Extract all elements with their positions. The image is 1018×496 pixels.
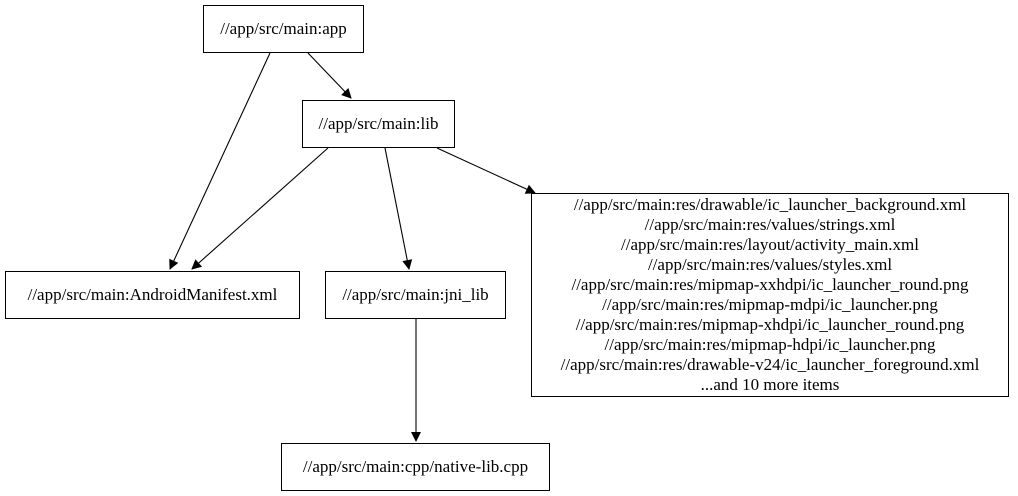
node-app-label: //app/src/main:app	[220, 19, 347, 38]
node-android-manifest: //app/src/main:AndroidManifest.xml	[5, 271, 300, 319]
node-android-manifest-label: //app/src/main:AndroidManifest.xml	[27, 285, 278, 304]
node-lib-label: //app/src/main:lib	[318, 114, 439, 133]
edge-app-to-manifest	[169, 52, 271, 270]
node-app: //app/src/main:app	[203, 5, 364, 53]
edge-lib-to-res-group	[436, 147, 536, 194]
resource-more-items: ...and 10 more items	[700, 375, 840, 394]
resource-item: //app/src/main:res/drawable/ic_launcher_…	[573, 195, 967, 214]
node-lib: //app/src/main:lib	[302, 100, 455, 148]
resource-item: //app/src/main:res/values/strings.xml	[644, 215, 896, 234]
resource-item: //app/src/main:res/mipmap-xhdpi/ic_launc…	[575, 315, 965, 334]
resource-item: //app/src/main:res/mipmap-mdpi/ic_launch…	[602, 295, 938, 314]
resource-item: //app/src/main:res/drawable-v24/ic_launc…	[560, 355, 980, 374]
node-native-lib-cpp-label: //app/src/main:cpp/native-lib.cpp	[302, 457, 529, 476]
resource-item: //app/src/main:res/layout/activity_main.…	[621, 235, 919, 254]
node-jni-lib-label: //app/src/main:jni_lib	[342, 285, 489, 304]
edge-lib-to-jni-lib	[384, 147, 413, 270]
resource-item: //app/src/main:res/mipmap-xxhdpi/ic_laun…	[571, 275, 969, 294]
node-native-lib-cpp: //app/src/main:cpp/native-lib.cpp	[281, 443, 550, 491]
edge-lib-to-manifest	[191, 147, 329, 270]
edge-app-to-lib	[307, 52, 352, 99]
resource-item: //app/src/main:res/values/styles.xml	[647, 255, 893, 274]
node-resource-group: //app/src/main:res/drawable/ic_launcher_…	[531, 193, 1009, 397]
resource-item: //app/src/main:res/mipmap-hdpi/ic_launch…	[604, 335, 936, 354]
node-jni-lib: //app/src/main:jni_lib	[325, 271, 506, 319]
